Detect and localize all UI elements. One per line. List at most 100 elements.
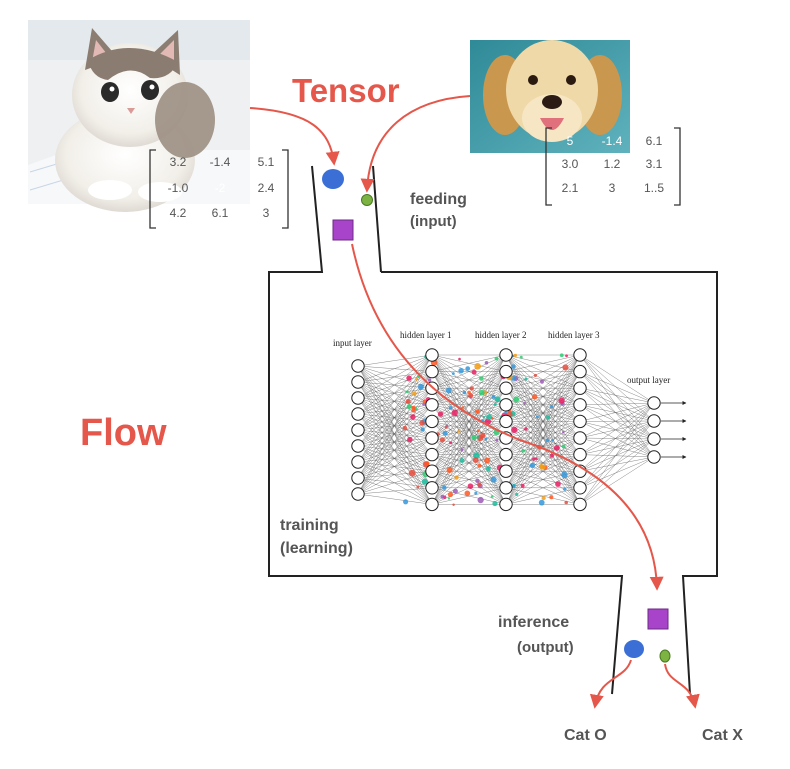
nn-activation-dot (513, 353, 518, 358)
nn-connection (357, 429, 433, 472)
nn-activation-dot (419, 420, 425, 426)
nn-activation-dot (461, 406, 465, 409)
dog-matrix-cell: 1..5 (644, 181, 664, 195)
nn-connection (357, 437, 433, 447)
nn-connection (579, 402, 655, 488)
nn-activation-dot (540, 379, 544, 384)
nn-connection (357, 493, 433, 505)
nn-connection (357, 365, 433, 488)
nn-connection (357, 354, 433, 431)
feeding-label: feeding (410, 191, 467, 208)
nn-activation-dot (427, 378, 432, 382)
nn-neuron (351, 359, 365, 373)
nn-activation-dot (477, 482, 482, 487)
nn-activation-dot (471, 434, 477, 441)
nn-connection (357, 437, 433, 495)
nn-activation-dot (478, 389, 485, 396)
nn-activation-dot (523, 401, 526, 405)
nn-activation-dot (494, 396, 501, 403)
nn-connection (357, 477, 433, 505)
nn-connection (357, 354, 433, 495)
nn-neuron (425, 414, 439, 429)
nn-activation-dot (458, 368, 464, 374)
nn-neuron (499, 481, 513, 495)
nn-connection (431, 371, 507, 505)
nn-neuron (425, 497, 439, 512)
nn-connection (357, 397, 433, 505)
nn-connection (357, 397, 433, 455)
cat-matrix-cell: 3.2 (170, 155, 187, 169)
dog-matrix-cell: 5 (567, 134, 574, 148)
nn-activation-dot (457, 430, 461, 433)
nn-neuron (351, 455, 365, 469)
nn-connection (357, 413, 433, 439)
nn-connection (357, 471, 433, 495)
cat-matrix: 3.2 -1.4 5.1 -1.0 -2 2.4 4.2 6.1 3 (149, 149, 289, 229)
nn-activation-dot (561, 444, 566, 449)
nn-neuron (499, 348, 513, 362)
cat-matrix-cell: 5.1 (258, 155, 275, 169)
cat-matrix-cell: -1.4 (210, 155, 231, 169)
nn-activation-dot (412, 391, 417, 396)
cat-o-label: Cat O (564, 727, 607, 744)
nn-connection (357, 429, 433, 488)
nn-connection (579, 388, 655, 440)
nn-activation-dot (532, 457, 536, 461)
nn-activation-dot (452, 488, 458, 494)
nn-connection (357, 437, 433, 479)
nn-connection (357, 365, 433, 472)
nn-connection (357, 445, 433, 488)
cat-x-label: Cat X (702, 727, 743, 744)
nn-connection (357, 381, 433, 505)
hidden-layer-1-label: hidden layer 1 (400, 330, 451, 340)
nn-neuron (499, 398, 513, 412)
nn-connection (579, 420, 655, 488)
nn-neuron (351, 487, 365, 501)
nn-activation-dot (558, 397, 565, 404)
nn-connection (357, 487, 433, 495)
nn-connection (357, 421, 433, 495)
nn-neuron (425, 348, 439, 362)
nn-connection (357, 404, 433, 415)
dog-matrix-cell: 3.1 (646, 157, 663, 171)
nn-activation-dot (511, 364, 516, 369)
nn-activation-dot (549, 495, 554, 500)
nn-connection (579, 454, 655, 458)
nn-activation-dot (403, 499, 409, 505)
cat-matrix-cell: -1.0 (168, 181, 189, 195)
nn-connection (357, 371, 433, 495)
nn-connection (357, 365, 433, 439)
nn-connection (431, 388, 507, 505)
nn-connection (357, 413, 433, 488)
nn-connection (579, 402, 655, 472)
blue-output-node (624, 640, 644, 658)
nn-activation-dot (484, 360, 489, 365)
hidden-layer-3-label: hidden layer 3 (548, 330, 600, 340)
dog-matrix-cell: 3 (609, 181, 616, 195)
nn-connection (579, 371, 655, 404)
nn-connection (579, 437, 655, 440)
nn-connection (579, 371, 655, 422)
nn-activation-dot (415, 377, 419, 381)
nn-activation-dot (482, 415, 486, 419)
tensor-title: Tensor (292, 72, 400, 109)
nn-connection (431, 354, 507, 372)
nn-activation-dot (524, 427, 528, 431)
nn-connection (579, 421, 655, 440)
nn-activation-dot (519, 355, 523, 359)
nn-activation-dot (475, 409, 480, 414)
nn-connection (505, 437, 581, 505)
nn-connection (505, 471, 581, 505)
nn-connection (357, 437, 433, 463)
nn-activation-dot (480, 432, 486, 439)
nn-activation-dot (442, 485, 447, 490)
nn-activation-dot (486, 414, 493, 420)
nn-connection (579, 402, 655, 422)
nn-connection (505, 354, 581, 405)
nn-connection (505, 404, 581, 505)
dog-matrix-cell: -1.4 (602, 134, 623, 148)
nn-connection (579, 354, 655, 458)
cat-matrix-cell: 4.2 (170, 206, 187, 220)
nn-connection (357, 421, 433, 447)
nn-neuron (573, 381, 587, 395)
